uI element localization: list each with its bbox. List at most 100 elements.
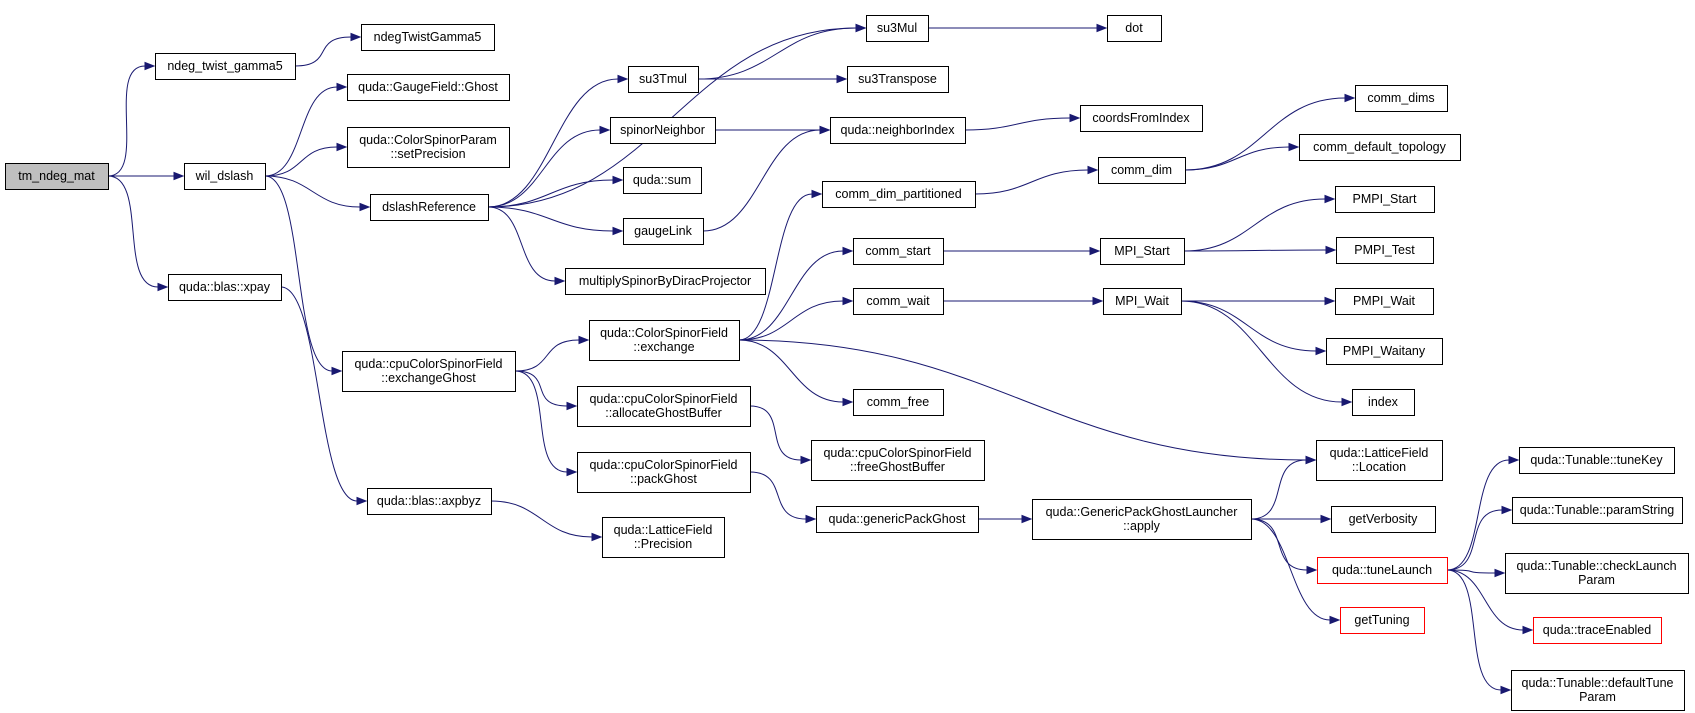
edge-arrowhead — [336, 142, 348, 152]
node-su3tmul[interactable]: su3Tmul — [628, 66, 699, 93]
node-multiply-spinor[interactable]: multiplySpinorByDiracProjector — [565, 268, 766, 295]
node-comm-wait[interactable]: comm_wait — [853, 288, 944, 315]
node-comm-dim-partitioned[interactable]: comm_dim_partitioned — [822, 181, 976, 208]
edge-arrowhead — [1325, 245, 1337, 255]
node-set-precision[interactable]: quda::ColorSpinorParam::setPrecision — [347, 127, 510, 168]
node-box — [1100, 238, 1185, 265]
node-comm-dims[interactable]: comm_dims — [1355, 85, 1448, 112]
node-pack-ghost[interactable]: quda::cpuColorSpinorField::packGhost — [577, 452, 751, 493]
node-box — [1511, 670, 1685, 711]
node-label: comm_default_topology — [1313, 140, 1446, 154]
edge-arrowhead — [1306, 565, 1318, 575]
edge-line — [514, 370, 568, 407]
edge-arrowhead — [1288, 142, 1300, 152]
node-csf-exchange[interactable]: quda::ColorSpinorField::exchange — [589, 320, 740, 361]
edge-cpu-exchange-ghost-to-allocate-ghost-buffer — [514, 370, 578, 411]
edge-arrowhead — [350, 32, 362, 42]
edge-cpu-exchange-ghost-to-csf-exchange — [514, 335, 590, 372]
edge-line — [514, 339, 580, 372]
node-label: quda::cpuColorSpinorField — [589, 392, 737, 406]
node-box — [822, 181, 976, 208]
node-comm-start[interactable]: comm_start — [853, 238, 944, 265]
node-pmpi-waitany[interactable]: PMPI_Waitany — [1326, 338, 1443, 365]
node-spinor-neighbor[interactable]: spinorNeighbor — [610, 117, 716, 144]
node-param-string[interactable]: quda::Tunable::paramString — [1512, 497, 1683, 524]
node-ndeg-twist-gamma5[interactable]: ndeg_twist_gamma5 — [155, 53, 296, 80]
edge-line — [1184, 97, 1346, 171]
node-su3transpose[interactable]: su3Transpose — [847, 66, 949, 93]
edge-arrowhead — [1087, 165, 1099, 175]
edge-arrowhead — [842, 397, 854, 407]
node-cpu-exchange-ghost[interactable]: quda::cpuColorSpinorField::exchangeGhost — [342, 351, 516, 392]
edge-comm-dim-to-comm-dims — [1184, 93, 1356, 171]
node-lf-location[interactable]: quda::LatticeField::Location — [1316, 440, 1443, 481]
node-label: PMPI_Test — [1354, 243, 1415, 257]
node-tune-key[interactable]: quda::Tunable::tuneKey — [1519, 447, 1675, 474]
node-index[interactable]: index — [1352, 389, 1415, 416]
edge-line — [749, 471, 807, 520]
node-gauge-link[interactable]: gaugeLink — [623, 218, 704, 245]
node-gauge-ghost[interactable]: quda::GaugeField::Ghost — [347, 74, 510, 101]
node-allocate-ghost-buffer[interactable]: quda::cpuColorSpinorField::allocateGhost… — [577, 386, 751, 427]
node-box — [830, 117, 966, 144]
node-box — [1107, 15, 1162, 42]
edge-line — [738, 193, 813, 341]
node-su3mul[interactable]: su3Mul — [866, 15, 929, 42]
edge-dslash-reference-to-multiply-spinor — [487, 206, 566, 286]
node-label: quda::GaugeField::Ghost — [358, 80, 498, 94]
node-lf-precision[interactable]: quda::LatticeField::Precision — [602, 517, 725, 558]
node-box — [589, 320, 740, 361]
node-mpi-wait[interactable]: MPI_Wait — [1103, 288, 1182, 315]
edge-line — [1183, 249, 1327, 252]
node-label: su3Transpose — [858, 72, 937, 86]
edge-tm-ndeg-mat-to-wil-dslash — [107, 171, 185, 181]
edge-line — [264, 175, 333, 372]
edge-line — [264, 175, 361, 208]
node-get-verbosity[interactable]: getVerbosity — [1331, 506, 1436, 533]
node-label: ::packGhost — [630, 472, 697, 486]
node-neighbor-index[interactable]: quda::neighborIndex — [830, 117, 966, 144]
node-quda-sum[interactable]: quda::sum — [623, 167, 702, 194]
edge-line — [697, 27, 857, 80]
edge-line — [280, 286, 358, 502]
edge-launcher-apply-to-lf-location — [1250, 455, 1317, 520]
node-wil-dslash[interactable]: wil_dslash — [184, 163, 266, 190]
node-pmpi-wait[interactable]: PMPI_Wait — [1335, 288, 1434, 315]
node-label: coordsFromIndex — [1092, 111, 1190, 125]
edge-arrowhead — [1324, 194, 1336, 204]
node-box — [853, 389, 944, 416]
node-launcher-apply[interactable]: quda::GenericPackGhostLauncher::apply — [1032, 499, 1252, 540]
node-comm-default-topology[interactable]: comm_default_topology — [1299, 134, 1461, 161]
edge-tune-launch-to-tune-key — [1446, 455, 1520, 571]
edge-line — [738, 339, 1307, 461]
edge-line — [264, 146, 338, 177]
node-ndeg-twist-gamma5[interactable]: ndegTwistGamma5 — [361, 24, 495, 51]
node-pmpi-test[interactable]: PMPI_Test — [1336, 237, 1434, 264]
node-free-ghost-buffer[interactable]: quda::cpuColorSpinorField::freeGhostBuff… — [811, 440, 985, 481]
node-box — [1512, 497, 1683, 524]
node-get-tuning[interactable]: getTuning — [1340, 607, 1425, 634]
edge-arrowhead — [157, 282, 169, 292]
node-generic-pack-ghost[interactable]: quda::genericPackGhost — [816, 506, 979, 533]
node-label: su3Mul — [877, 21, 917, 35]
edge-dslash-reference-to-quda-sum — [487, 175, 624, 208]
node-comm-dim[interactable]: comm_dim — [1098, 157, 1186, 184]
node-coords-from-index[interactable]: coordsFromIndex — [1080, 105, 1203, 132]
node-tune-launch[interactable]: quda::tuneLaunch — [1317, 557, 1448, 584]
node-blas-xpay[interactable]: quda::blas::xpay — [168, 274, 282, 301]
node-mpi-start[interactable]: MPI_Start — [1100, 238, 1185, 265]
node-trace-enabled[interactable]: quda::traceEnabled — [1533, 617, 1662, 644]
node-dot[interactable]: dot — [1107, 15, 1162, 42]
node-box — [853, 288, 944, 315]
node-dslash-reference[interactable]: dslashReference — [370, 194, 489, 221]
node-comm-free[interactable]: comm_free — [853, 389, 944, 416]
node-box — [1316, 440, 1443, 481]
node-blas-axpbyz[interactable]: quda::blas::axpbyz — [367, 488, 492, 515]
node-tm-ndeg-mat[interactable]: tm_ndeg_mat — [5, 163, 109, 190]
node-pmpi-start[interactable]: PMPI_Start — [1335, 186, 1435, 213]
edge-line — [1250, 459, 1307, 520]
node-label: Param — [1579, 690, 1616, 704]
